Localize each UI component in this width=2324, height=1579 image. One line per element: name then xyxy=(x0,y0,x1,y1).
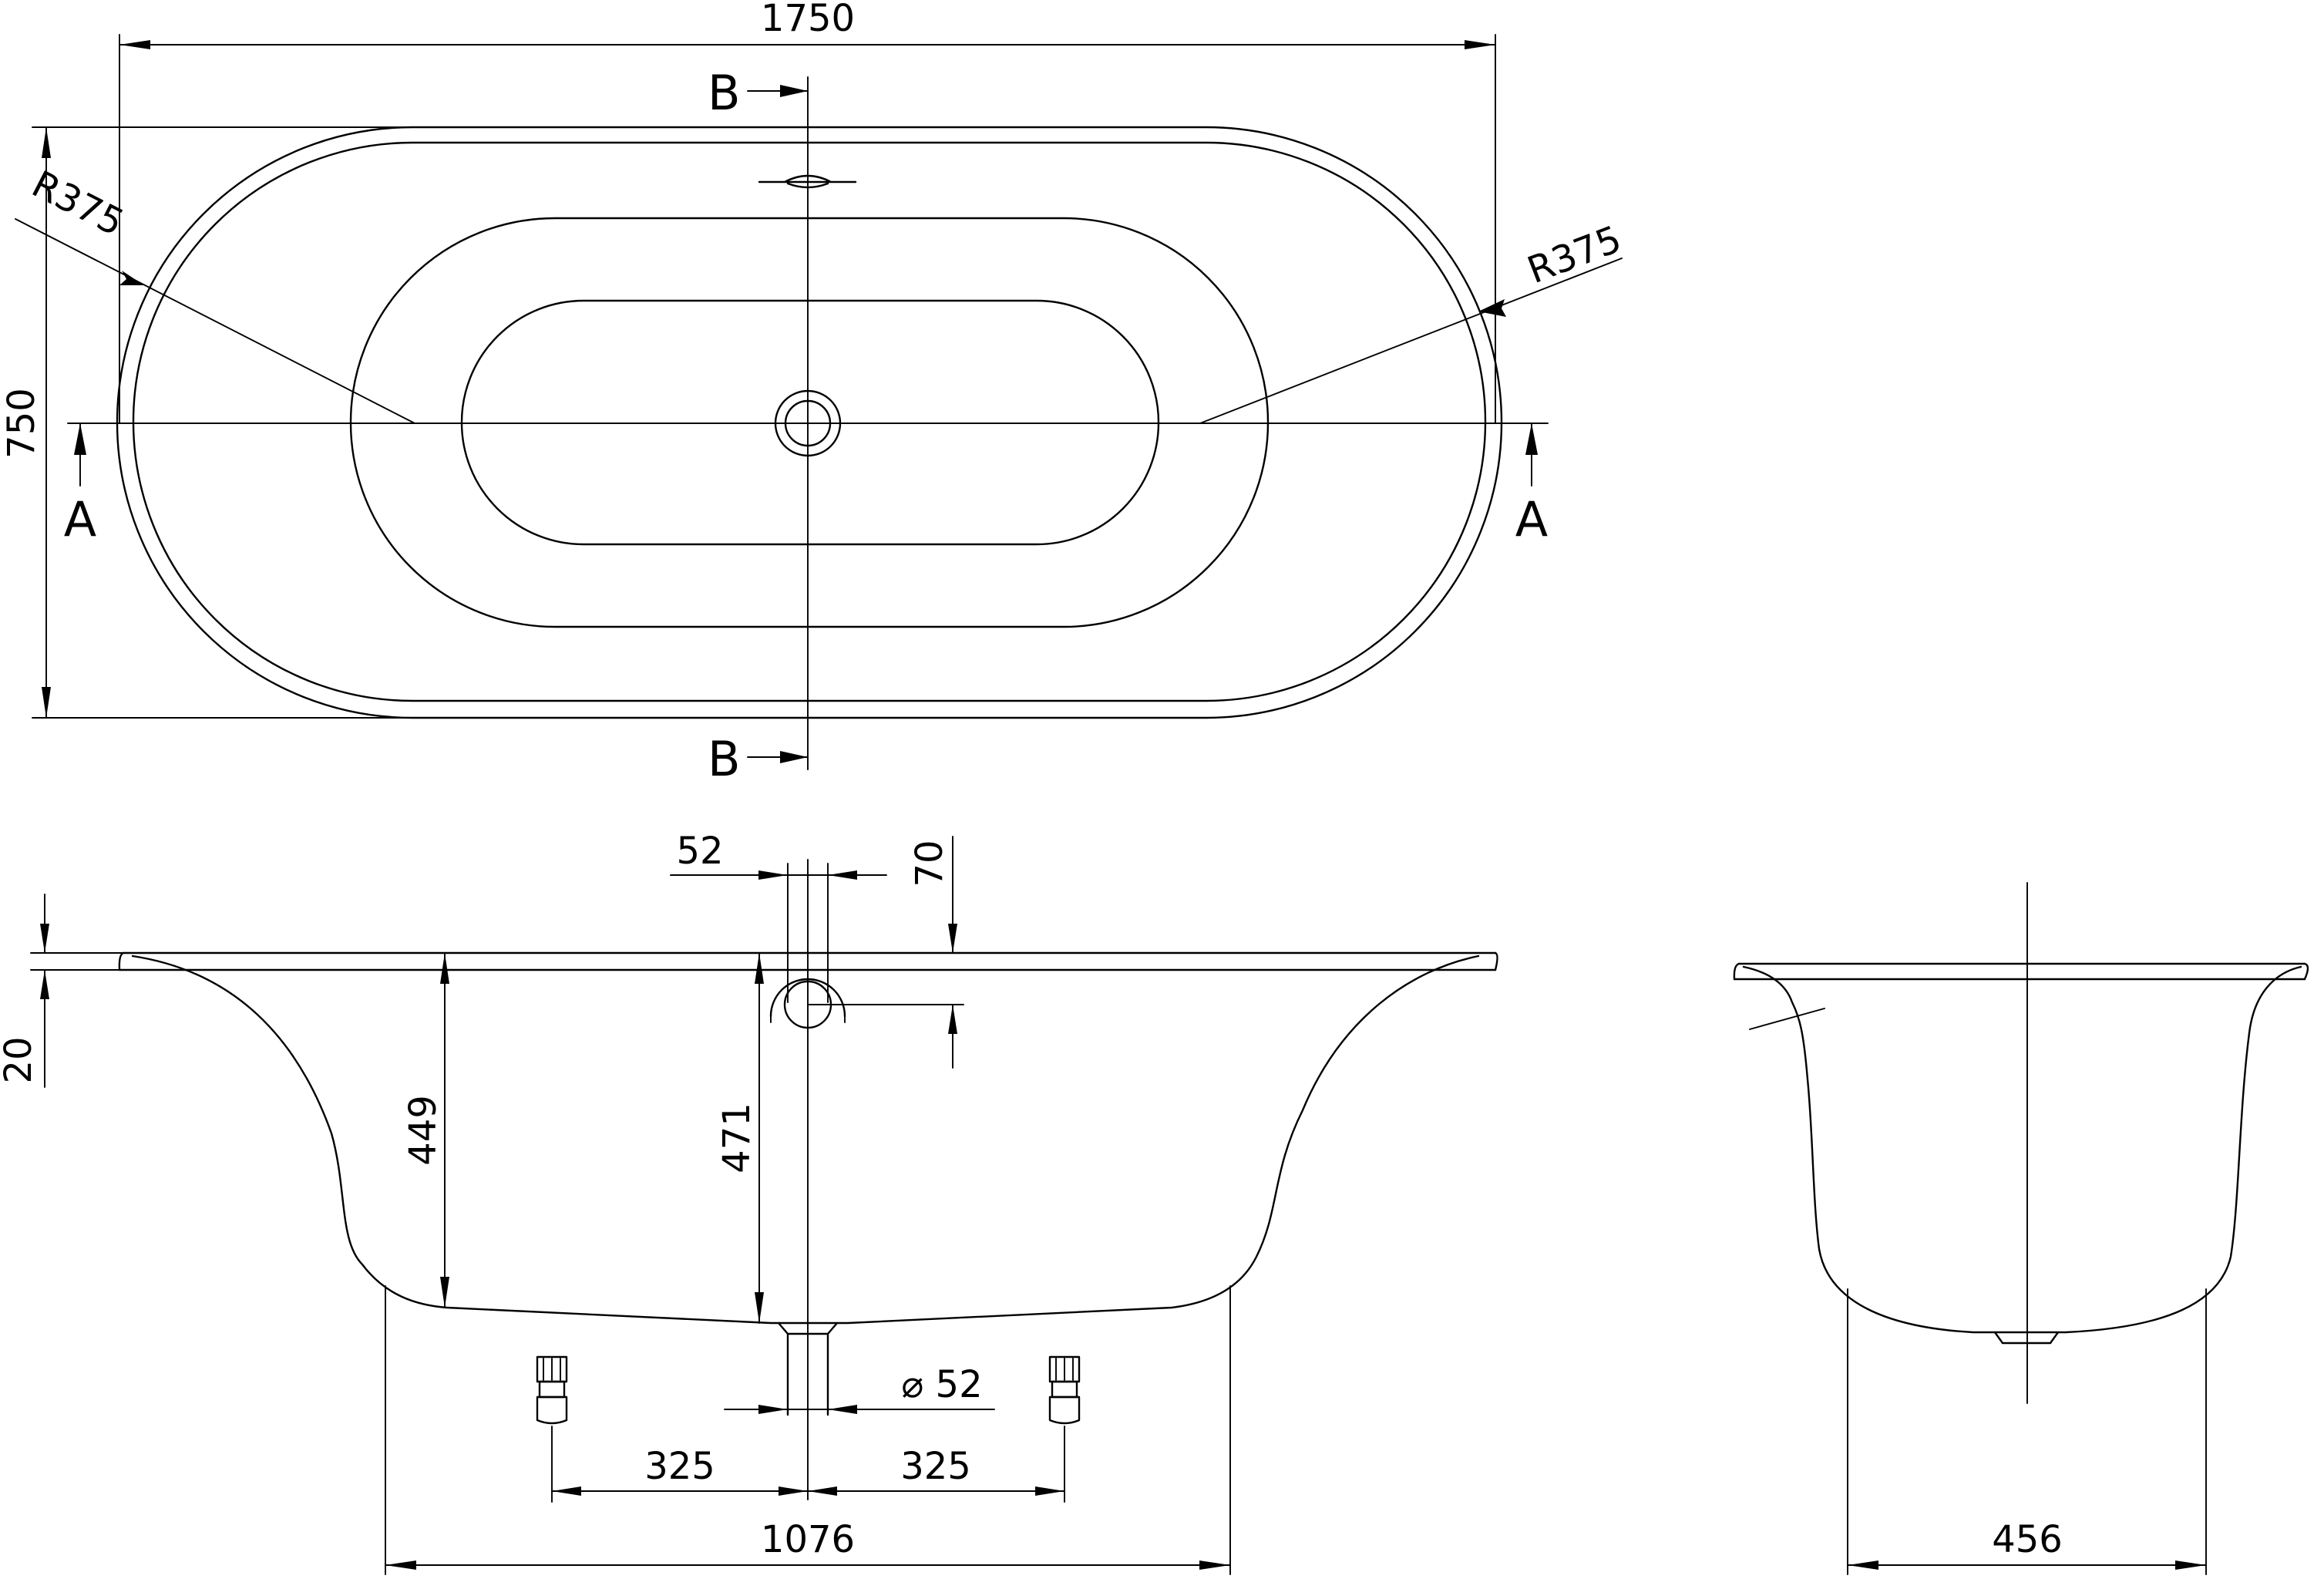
radius-leader-left xyxy=(15,218,415,424)
dim-1750-arrow-left xyxy=(119,40,150,49)
dim-70-arrow-bottom xyxy=(948,1005,957,1034)
dim-750-text: 750 xyxy=(0,388,43,459)
side-rim-right-end xyxy=(2303,962,2309,981)
dim-471-text: 471 xyxy=(715,1103,758,1173)
side-section-mark xyxy=(1749,1008,1825,1030)
radius-arrow-right xyxy=(1478,299,1506,317)
top-view: 1750 750 R375 R375 B B A A xyxy=(0,0,1627,787)
section-a-right-text: A xyxy=(1515,491,1548,547)
dim-52-text: 52 xyxy=(676,830,723,873)
front-view: 52 70 20 449 471 ⌀ 52 xyxy=(0,830,1498,1575)
dim-diameter-text: ⌀ 52 xyxy=(901,1363,982,1406)
section-b-top-text: B xyxy=(708,65,741,121)
tub-inner-rim xyxy=(132,141,1487,702)
dim-70-text: 70 xyxy=(908,840,951,887)
dim-449-arrow-bottom xyxy=(440,1277,449,1308)
dim-diameter-arrow-right xyxy=(828,1405,857,1414)
section-b-bottom-text: B xyxy=(708,731,741,787)
tub-front-profile xyxy=(131,954,1480,1325)
dim-diameter-arrow-left xyxy=(758,1405,788,1414)
radius-arrow-left xyxy=(119,271,144,285)
section-b-top-arrowhead xyxy=(780,85,808,97)
dim-325-left-text: 325 xyxy=(644,1445,715,1488)
dim-52-arrow-right xyxy=(828,870,857,880)
dim-750-arrow-bottom xyxy=(42,687,51,718)
radius-text-right: R375 xyxy=(1522,217,1627,292)
rim-left-end xyxy=(118,951,125,971)
dim-325-left-arrow-a xyxy=(552,1486,581,1496)
dim-20-arrow-top xyxy=(40,924,49,953)
side-tub-profile xyxy=(1742,965,2302,1334)
dim-750-arrow-top xyxy=(42,127,51,158)
dim-52-arrow-left xyxy=(758,870,788,880)
dim-1076-arrow-left xyxy=(385,1560,416,1570)
dim-471-arrow-top xyxy=(755,953,764,984)
side-view: 456 xyxy=(1733,882,2309,1575)
section-a-left-text: A xyxy=(64,491,96,547)
dim-1750-text: 1750 xyxy=(761,0,855,40)
dim-456-text: 456 xyxy=(1992,1518,2063,1561)
tub-basin-outline xyxy=(349,217,1270,628)
side-rim-left-end xyxy=(1733,962,1740,981)
tub-floor-outline xyxy=(460,299,1160,546)
rim-right-end xyxy=(1494,951,1498,971)
dim-1076-text: 1076 xyxy=(761,1518,855,1561)
radius-leader-right xyxy=(1199,258,1623,424)
dim-20-arrow-bottom xyxy=(40,970,49,999)
dim-325-right-text: 325 xyxy=(900,1445,971,1488)
dim-1076-arrow-right xyxy=(1199,1560,1230,1570)
section-b-bottom-arrowhead xyxy=(780,751,808,763)
tub-outer-rim xyxy=(116,126,1503,719)
foot-right xyxy=(1048,1355,1081,1425)
dim-456-arrow-left xyxy=(1848,1560,1878,1570)
dim-1750-arrow-right xyxy=(1465,40,1495,49)
dim-70-arrow-top xyxy=(948,924,957,953)
dim-449-text: 449 xyxy=(402,1095,445,1166)
dim-325-right-arrow-a xyxy=(808,1486,837,1496)
side-drain-outlet xyxy=(1993,1331,2060,1345)
dim-471-arrow-bottom xyxy=(755,1292,764,1323)
section-a-right-arrowhead xyxy=(1525,423,1538,455)
foot-left xyxy=(536,1355,568,1425)
dim-325-left-arrow-b xyxy=(779,1486,808,1496)
dim-449-arrow-top xyxy=(440,953,449,984)
dim-456-arrow-right xyxy=(2175,1560,2206,1570)
section-a-left-arrowhead xyxy=(74,423,86,455)
dim-325-right-arrow-b xyxy=(1035,1486,1064,1496)
dim-20-text: 20 xyxy=(0,1036,40,1083)
